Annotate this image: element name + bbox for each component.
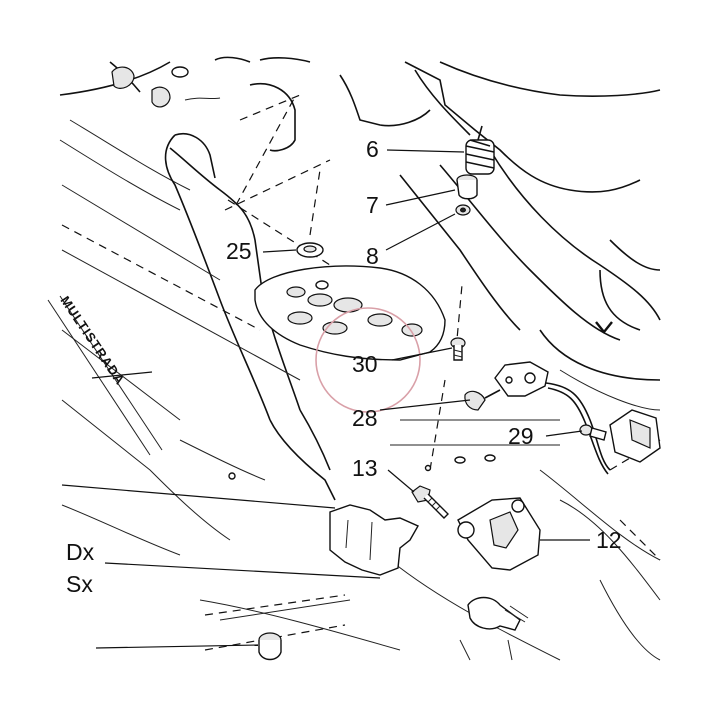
rubber-mount-part bbox=[258, 632, 282, 661]
hole-dot bbox=[228, 472, 236, 480]
callout-28: 28 bbox=[352, 405, 378, 431]
hinge-part bbox=[467, 596, 529, 631]
hole-dot bbox=[454, 456, 466, 464]
bolt-part bbox=[411, 485, 449, 519]
callout-13: 13 bbox=[352, 455, 378, 481]
callout-30: 30 bbox=[352, 351, 378, 377]
pad-part bbox=[329, 504, 419, 576]
callout-6: 6 bbox=[366, 136, 379, 162]
callout-29: 29 bbox=[508, 423, 534, 449]
latch-plate-part bbox=[457, 497, 541, 571]
callout-dx: Dx bbox=[66, 539, 95, 565]
callout-sx: Sx bbox=[66, 571, 93, 597]
callout-12: 12 bbox=[596, 527, 622, 553]
cable bbox=[545, 382, 611, 471]
washer-part bbox=[296, 242, 324, 258]
highlight-circle bbox=[315, 307, 421, 413]
bushing-part bbox=[456, 174, 478, 200]
brand-text: MULTISTRADA bbox=[58, 293, 129, 388]
frame-outlines bbox=[47, 56, 661, 661]
hole-dot bbox=[424, 464, 432, 472]
leader-lines bbox=[61, 149, 590, 649]
nut-part bbox=[455, 204, 471, 216]
callout-7: 7 bbox=[366, 192, 379, 218]
callout-8: 8 bbox=[366, 243, 379, 269]
spring-part bbox=[465, 125, 495, 175]
callout-25: 25 bbox=[226, 238, 252, 264]
cable-inner bbox=[547, 387, 609, 475]
connector-part bbox=[579, 409, 661, 463]
hole-dot bbox=[484, 454, 496, 462]
screw-part bbox=[450, 337, 466, 361]
tank-plate bbox=[254, 265, 446, 361]
lock-bracket-part bbox=[464, 361, 549, 411]
